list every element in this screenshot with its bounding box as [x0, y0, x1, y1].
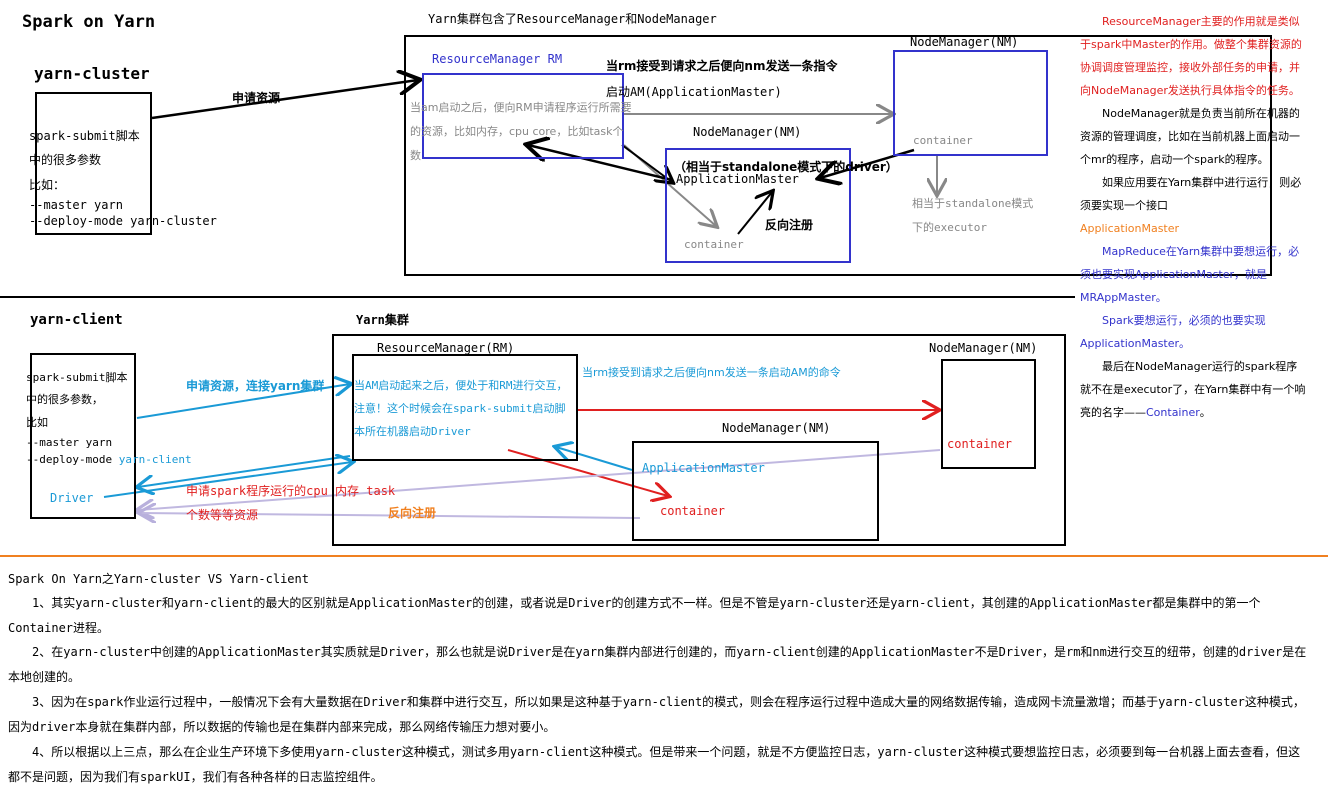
- client-rm-text: 当AM启动起来之后，便处于和RM进行交互，注意！这个时候会在spark-subm…: [354, 379, 568, 438]
- client-deploy-mode-value: yarn-client: [118, 453, 192, 466]
- side-note-interface: 如果应用要在Yarn集群中进行运行，则必须要实现一个接口: [1080, 176, 1302, 212]
- side-note-mapreduce: MapReduce在Yarn集群中要想运行，必须也要实现ApplicationM…: [1080, 245, 1300, 304]
- cluster-executor-note-2: 下的executor: [912, 221, 987, 234]
- cluster-yarn-box: [404, 35, 1272, 276]
- client-rm-to-nm-label: 当rm接受到请求之后便向nm发送一条启动AM的命令: [582, 366, 841, 379]
- driver-to-rm-arrow: [103, 462, 352, 498]
- container-to-driver-arrow: [138, 449, 941, 510]
- cluster-submit-line-2: 中的很多参数: [29, 153, 102, 167]
- rm-to-mid-container-arrow: [507, 449, 668, 496]
- client-apply-arrow: [136, 384, 350, 419]
- client-reverse-register-arrow: [140, 513, 641, 518]
- cluster-rm-title: ResourceManager RM: [432, 52, 563, 66]
- client-title: yarn-client: [30, 312, 123, 328]
- cluster-submit-line-5: --deploy-mode yarn-cluster: [29, 214, 217, 228]
- client-yarn-box: [332, 334, 1066, 546]
- cluster-nm-top-box: [893, 50, 1048, 156]
- apply-arrow: [151, 80, 418, 120]
- cluster-nm-mid-title: NodeManager(NM): [693, 125, 802, 139]
- reverse-register-arrow: [737, 192, 772, 235]
- rm-to-am-black: [621, 144, 672, 182]
- comparison-paragraph-4: 4、所以根据以上三点，那么在企业生产环境下多使用yarn-cluster这种模式…: [8, 745, 1301, 784]
- comparison-paragraph-2: 2、在yarn-cluster中创建的ApplicationMaster其实质就…: [8, 645, 1307, 684]
- comparison-heading: Spark On Yarn之Yarn-cluster VS Yarn-clien…: [8, 572, 309, 586]
- comparison-paragraph-3: 3、因为在spark作业运行过程中，一般情况下会有大量数据在Driver和集群中…: [8, 695, 1305, 734]
- cluster-am-label: ApplicationMaster: [676, 172, 799, 186]
- client-rm-box: [352, 354, 578, 461]
- client-submit-box: [30, 353, 136, 519]
- side-note-container-end: 。: [1199, 406, 1211, 419]
- comparison-paragraph-1: 1、其实yarn-cluster和yarn-client的最大的区别就是Appl…: [8, 596, 1261, 635]
- side-note-am: ApplicationMaster: [1080, 222, 1180, 235]
- client-submit-line-5: --deploy-mode yarn-client: [26, 452, 192, 467]
- cluster-driver-note: （相当于standalone模式下的driver）: [674, 160, 898, 174]
- client-request-res-1: 申请spark程序运行的cpu 内存 task: [186, 484, 396, 498]
- side-note-rm: ResourceManager主要的作用就是类似于spark中Master的作用…: [1080, 15, 1302, 97]
- cluster-start-am-label: 启动AM(ApplicationMaster): [606, 85, 782, 99]
- side-note-spark: Spark要想运行，必须的也要实现ApplicationMaster。: [1080, 314, 1266, 350]
- cluster-nm-top-container: container: [913, 134, 973, 147]
- client-deploy-mode-key: --deploy-mode: [26, 453, 113, 466]
- client-reverse-register: 反向注册: [388, 506, 437, 520]
- client-submit-line-2: 中的很多参数，: [26, 393, 103, 406]
- client-nm-mid-box: [632, 441, 879, 541]
- client-request-res-2: 个数等等资源: [186, 508, 259, 522]
- client-nm-mid-title: NodeManager(NM): [722, 421, 831, 435]
- client-mid-container: container: [660, 504, 726, 518]
- cluster-rm-text: 当am启动之后，便向RM申请程序运行所需要的资源，比如内存，cpu core，比…: [410, 101, 632, 162]
- client-cluster-header: Yarn集群: [356, 313, 409, 327]
- side-note-container-name: Container: [1146, 406, 1200, 419]
- client-am-label: ApplicationMaster: [642, 461, 765, 475]
- client-nm-right-container: container: [947, 437, 1013, 451]
- cluster-submit-line-3: 比如：: [29, 178, 66, 192]
- cluster-reverse-register: 反向注册: [765, 218, 814, 232]
- client-rm-title: ResourceManager(RM): [377, 341, 515, 355]
- client-apply-label: 申请资源，连接yarn集群: [186, 379, 325, 393]
- side-note-container-text: 最后在NodeManager运行的spark程序就不在是executor了，在Y…: [1080, 360, 1306, 419]
- side-note-container: 最后在NodeManager运行的spark程序就不在是executor了，在Y…: [1080, 355, 1308, 424]
- rm-to-driver-arrow: [138, 455, 351, 487]
- client-driver-label: Driver: [50, 491, 94, 505]
- side-note-nm: NodeManager就是负责当前所在机器的资源的管理调度，比如在当前机器上面启…: [1080, 107, 1300, 166]
- cluster-executor-note-1: 相当于standalone模式: [912, 197, 1034, 210]
- client-nm-right-box: [941, 359, 1036, 469]
- cluster-submit-box: [35, 92, 152, 235]
- client-submit-line-1: spark-submit脚本: [26, 371, 128, 384]
- cluster-rm-to-nm-label: 当rm接受到请求之后便向nm发送一条指令: [606, 59, 838, 73]
- am-to-rm-arrow: [528, 145, 673, 182]
- cluster-submit-line-4: --master yarn: [29, 198, 123, 212]
- cluster-mid-container: container: [684, 238, 744, 251]
- client-nm-right-title: NodeManager(NM): [929, 341, 1038, 355]
- cluster-apply-label: 申请资源: [232, 91, 281, 105]
- cluster-rm-box: [422, 73, 624, 159]
- cluster-nm-mid-box: [665, 148, 851, 263]
- client-submit-line-4: --master yarn: [26, 436, 113, 449]
- cluster-nm-top-title: NodeManager(NM): [910, 35, 1019, 49]
- am-to-rm-client-arrow: [556, 447, 633, 471]
- page-title: Spark on Yarn: [22, 12, 156, 32]
- cluster-title: yarn-cluster: [34, 64, 150, 83]
- cluster-header: Yarn集群包含了ResourceManager和NodeManager: [428, 12, 717, 26]
- client-submit-line-3: 比如: [26, 416, 48, 429]
- cluster-submit-line-1: spark-submit脚本: [29, 129, 140, 143]
- side-notes: ResourceManager主要的作用就是类似于spark中Master的作用…: [1080, 10, 1308, 424]
